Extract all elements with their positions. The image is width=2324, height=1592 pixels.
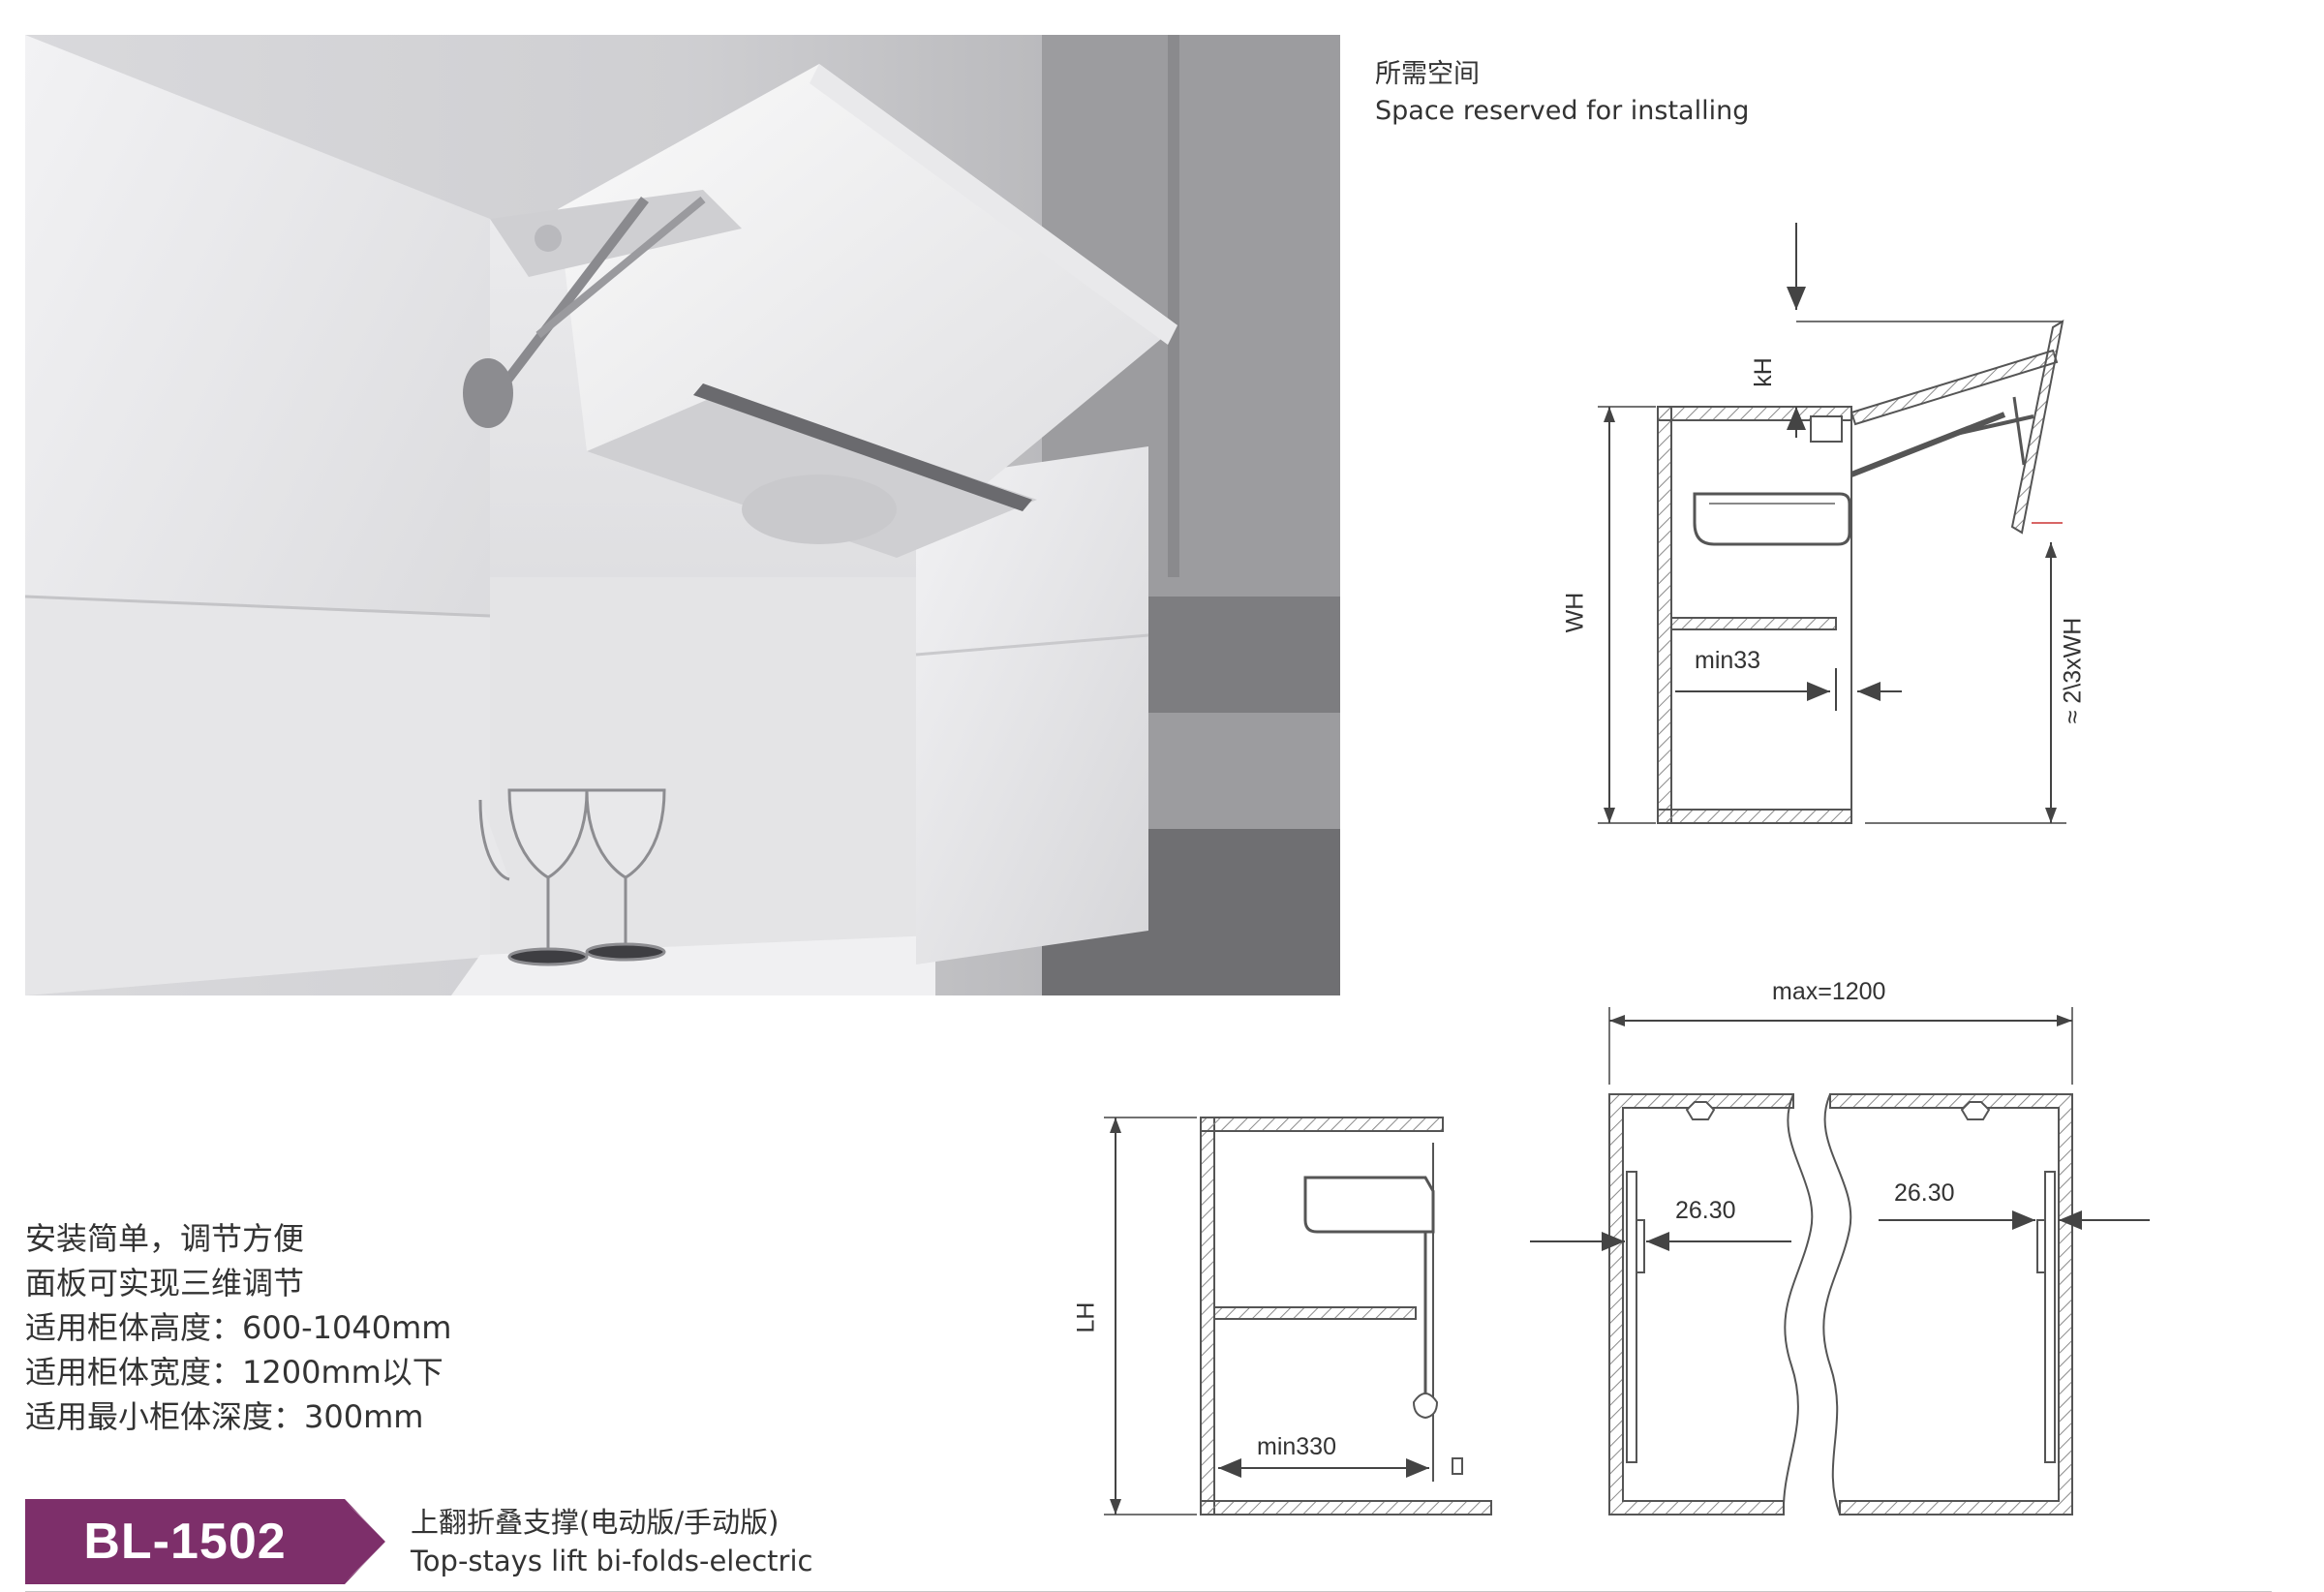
front-view-diagram: max=1200 26.30 26.30 — [1530, 978, 2150, 1520]
max-width-label: max=1200 — [1772, 978, 1886, 1005]
lh-section-diagram: LH min330 — [1065, 1094, 1492, 1520]
side-section-diagram: kH WH min33 ≈ 2\3xWH — [1549, 213, 2208, 852]
right-offset-label: 26.30 — [1894, 1179, 1955, 1207]
model-code: BL-1502 — [83, 1514, 287, 1570]
product-title: 上翻折叠支撑(电动版/手动版) Top-stays lift bi-folds-… — [411, 1503, 812, 1580]
ratio-label: ≈ 2\3xWH — [2059, 617, 2087, 724]
feature-item: 适用柜体高度：600-1040mm — [25, 1309, 452, 1346]
product-photo — [25, 35, 1340, 995]
left-offset-label: 26.30 — [1675, 1197, 1736, 1224]
feature-item: 面板可实现三维调节 — [25, 1265, 305, 1301]
space-title-cn: 所需空间 — [1375, 59, 1480, 89]
kh-label: kH — [1749, 357, 1777, 387]
feature-item: 适用最小柜体深度：300mm — [25, 1398, 424, 1435]
space-reserved-heading: 所需空间 Space reserved for installing — [1375, 56, 1749, 130]
feature-item: 安装简单，调节方便 — [25, 1220, 305, 1257]
feature-item: 适用柜体宽度：1200mm以下 — [25, 1354, 443, 1391]
min330-label: min330 — [1257, 1433, 1336, 1460]
min33-label: min33 — [1695, 647, 1761, 674]
product-title-en: Top-stays lift bi-folds-electric — [411, 1545, 813, 1577]
product-title-cn: 上翻折叠支撑(电动版/手动版) — [411, 1506, 780, 1539]
space-title-en: Space reserved for installing — [1375, 96, 1750, 126]
model-badge: BL-1502 — [25, 1499, 393, 1584]
wh-label: WH — [1561, 592, 1589, 633]
lh-label: LH — [1072, 1301, 1100, 1333]
feature-list: 安装简单，调节方便 面板可实现三维调节 适用柜体高度：600-1040mm 适用… — [25, 1216, 451, 1439]
